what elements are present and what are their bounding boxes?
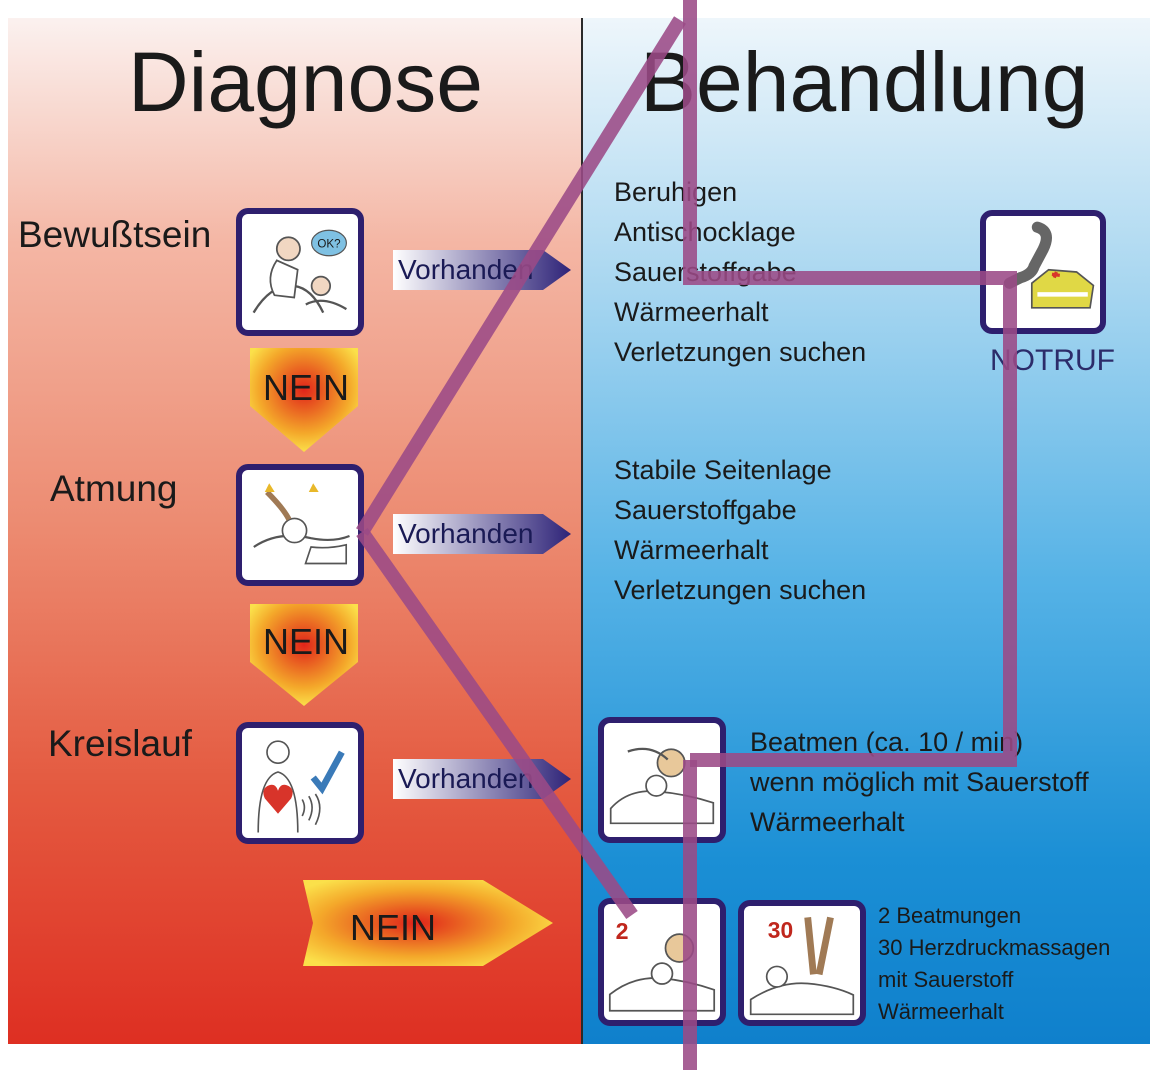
treatment-list-bewusstsein: Beruhigen Antischocklage Sauerstoffgabe … <box>614 172 866 372</box>
ok-check-icon: OK? <box>236 208 364 336</box>
treatment-item: 2 Beatmungen <box>878 903 1022 928</box>
treatment-item: Verletzungen suchen <box>614 337 867 367</box>
treatment-item: Antischocklage <box>614 217 796 247</box>
treatment-item: mit Sauerstoff <box>878 967 1014 992</box>
title-behandlung: Behandlung <box>640 35 1089 129</box>
nein-label-1: NEIN <box>263 367 350 408</box>
nein-label-3: NEIN <box>350 907 437 948</box>
treatment-item: Sauerstoffgabe <box>614 495 797 525</box>
treatment-list-atmung: Stabile Seitenlage Sauerstoffgabe Wärmee… <box>614 450 866 610</box>
treatment-item: Wärmeerhalt <box>878 999 1004 1024</box>
cpr-breaths-count: 2 <box>616 918 629 944</box>
treatment-item: Beruhigen <box>614 177 738 207</box>
nein-arrow-2 <box>250 604 358 706</box>
treatment-list-kreislauf: Beatmen (ca. 10 / min) wenn möglich mit … <box>750 722 1089 842</box>
treatment-item: 30 Herzdruckmassagen <box>878 935 1111 960</box>
vorhanden-label-1: Vorhanden <box>398 254 534 285</box>
treatment-item: Wärmeerhalt <box>750 807 905 837</box>
treatment-item: Verletzungen suchen <box>614 575 867 605</box>
nein-arrow-1 <box>250 348 358 452</box>
label-bewusstsein: Bewußtsein <box>18 214 212 255</box>
vorhanden-label-2: Vorhanden <box>398 518 534 549</box>
label-kreislauf: Kreislauf <box>48 723 192 764</box>
treatment-list-cpr: 2 Beatmungen 30 Herzdruckmassagen mit Sa… <box>878 900 1110 1028</box>
cpr-breaths-icon: 2 <box>598 898 726 1026</box>
title-diagnose: Diagnose <box>128 35 483 129</box>
treatment-item: Sauerstoffgabe <box>614 257 797 287</box>
cpr-compressions-count: 30 <box>768 917 793 943</box>
treatment-item: Wärmeerhalt <box>614 535 769 565</box>
treatment-item: Stabile Seitenlage <box>614 455 832 485</box>
label-atmung: Atmung <box>50 468 178 509</box>
breathing-check-icon <box>236 464 364 586</box>
treatment-item: Wärmeerhalt <box>614 297 769 327</box>
svg-text:OK?: OK? <box>317 238 341 251</box>
panel-divider <box>581 18 583 1044</box>
treatment-item: wenn möglich mit Sauerstoff <box>750 767 1089 797</box>
treatment-item: Beatmen (ca. 10 / min) <box>750 727 1024 757</box>
heart-pulse-icon <box>236 722 364 844</box>
vorhanden-label-3: Vorhanden <box>398 763 534 794</box>
emergency-call-icon <box>980 210 1106 334</box>
cpr-compressions-icon: 30 <box>738 900 866 1026</box>
ventilation-icon <box>598 717 726 843</box>
notruf-label: NOTRUF <box>990 344 1115 377</box>
nein-label-2: NEIN <box>263 621 350 662</box>
